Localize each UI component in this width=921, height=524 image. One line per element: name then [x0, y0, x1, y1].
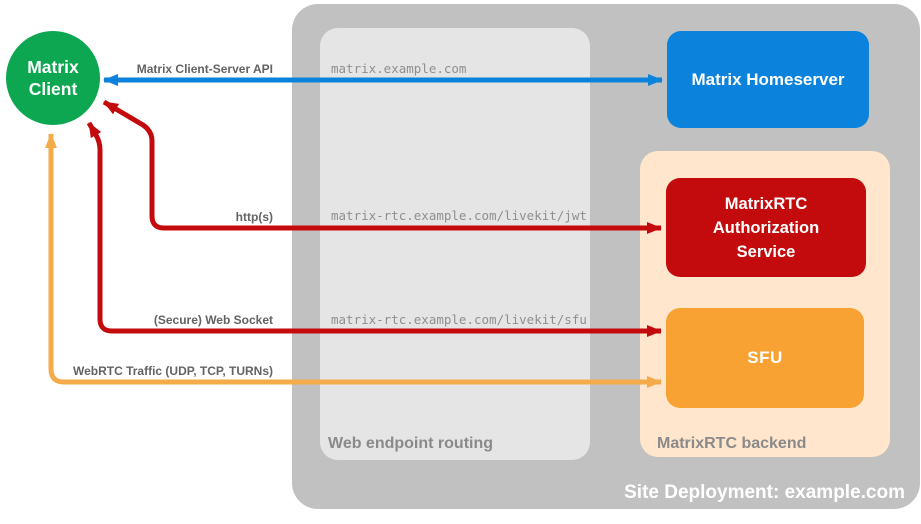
arrow-label-https: http(s) [235, 210, 273, 224]
arrow-label-secure-web-socket: (Secure) Web Socket [153, 313, 273, 327]
endpoint-matrix-example-com: matrix.example.com [331, 61, 467, 76]
web-endpoint-routing-panel [320, 28, 590, 460]
matrix-homeserver-node: Matrix Homeserver [667, 31, 869, 128]
endpoint-livekit-jwt: matrix-rtc.example.com/livekit/jwt [331, 208, 587, 223]
matrix-homeserver-label: Matrix Homeserver [691, 69, 845, 89]
matrix-client-label: Matrix Client [27, 57, 79, 99]
sfu-node: SFU [666, 308, 864, 408]
arrow-label-webrtc-traffic: WebRTC Traffic (UDP, TCP, TURNs) [72, 364, 273, 378]
matrixrtc-backend-caption: MatrixRTC backend [657, 435, 807, 452]
arrow-label-client-server-api: Matrix Client-Server API [136, 62, 273, 76]
endpoint-livekit-sfu: matrix-rtc.example.com/livekit/sfu [331, 312, 587, 327]
web-endpoint-routing-caption: Web endpoint routing [328, 435, 494, 452]
matrix-client-node: Matrix Client [6, 31, 100, 125]
matrixrtc-authorization-service-node: MatrixRTC Authorization Service [666, 178, 866, 277]
matrixrtc-authorization-service-label: MatrixRTC Authorization Service [712, 194, 820, 261]
sfu-label: SFU [747, 348, 783, 367]
site-deployment-caption: Site Deployment: example.com [624, 482, 905, 503]
